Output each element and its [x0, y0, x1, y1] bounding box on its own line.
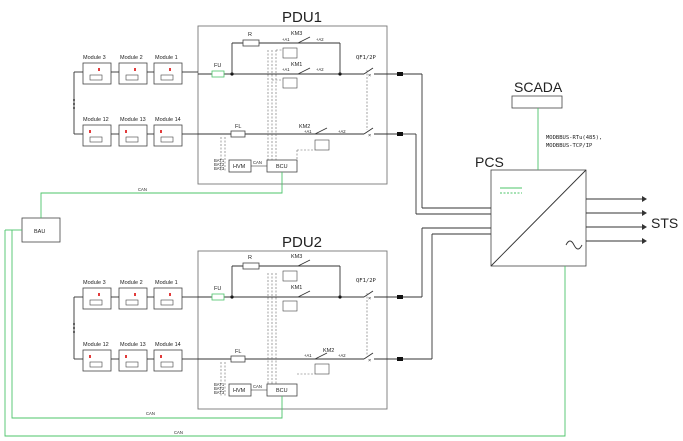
pdu1-group: PDU1 Module 3 Module 2 Module 1 Module 1… [73, 9, 491, 215]
pdu2-km1-label: KM1 [291, 285, 302, 291]
pdu1-r-label: R [248, 32, 252, 38]
svg-text:+A1: +A1 [304, 129, 312, 134]
svg-text:BAT1: BAT1 [214, 158, 225, 163]
pdu1-km3-label: KM3 [291, 31, 302, 37]
pdu2-bcu-label: BCU [276, 388, 288, 394]
pdu2-hvm-label: HVM [233, 388, 246, 394]
pdu2-module-3 [82, 287, 112, 310]
pdu1-modules-top: Module 3 Module 2 Module 1 [74, 55, 190, 85]
pcs-group: PCS [475, 154, 587, 267]
svg-text:+A1: +A1 [282, 37, 290, 42]
pdu1-module-1 [153, 62, 183, 85]
pdu1-title: PDU1 [282, 9, 322, 26]
sts-group: STS [586, 196, 678, 244]
pdu1-module-3-label: Module 3 [83, 55, 106, 61]
svg-text:BAT3: BAT3 [214, 390, 225, 395]
pdu2-shunt-fl [230, 355, 246, 363]
pdu2-module-13-label: Module 13 [120, 342, 146, 348]
svg-text:×: × [368, 296, 371, 302]
pdu2-km3-label: KM3 [291, 254, 302, 260]
pdu2-modules-top: Module 3 Module 2 Module 1 [74, 280, 198, 310]
pdu2-fu-label: FU [214, 286, 221, 292]
pdu2-module-2-label: Module 2 [120, 280, 143, 286]
pdu1-module-13 [118, 124, 148, 147]
pdu1-module-14-label: Module 14 [155, 117, 181, 123]
scada-label: SCADA [514, 79, 563, 95]
pdu2-module-3-label: Module 3 [83, 280, 106, 286]
svg-text:×: × [368, 73, 371, 79]
pdu1-fl-label: FL [235, 124, 241, 130]
svg-text:+A2: +A2 [338, 353, 346, 358]
svg-text:BAT2: BAT2 [214, 386, 225, 391]
bau-group: BAU CAN CAN CAN [4, 172, 566, 437]
pdu1-module-2-label: Module 2 [120, 55, 143, 61]
pdu1-resistor-r [242, 39, 260, 47]
pdu2-qf-label: QF1/2P [356, 278, 377, 284]
svg-text:+A2: +A2 [338, 129, 346, 134]
svg-text:CAN: CAN [253, 384, 262, 389]
pdu1-module-12-label: Module 12 [83, 117, 109, 123]
pdu1-panel [197, 25, 388, 185]
pdu2-module-2 [118, 287, 148, 310]
svg-text:CAN: CAN [253, 160, 262, 165]
svg-text:+A1: +A1 [282, 67, 290, 72]
modbus-label-2: MODBBUS-TCP/IP [546, 143, 593, 149]
pdu1-module-2 [118, 62, 148, 85]
pdu2-module-14-label: Module 14 [155, 342, 181, 348]
scada-group: SCADA MODBBUS-RTu(485), MODBBUS-TCP/IP [511, 79, 602, 170]
pdu2-fl-label: FL [235, 349, 241, 355]
bau-label: BAU [34, 229, 45, 235]
scada-box [511, 95, 563, 109]
svg-text:BAT1: BAT1 [214, 382, 225, 387]
pdu2-module-1-label: Module 1 [155, 280, 178, 286]
pdu1-km2-label: KM2 [299, 124, 310, 130]
pdu1-fuse-fu [211, 70, 225, 78]
pdu1-module-1-label: Module 1 [155, 55, 178, 61]
can-label-1: CAN [138, 187, 147, 192]
pdu2-resistor-r [242, 262, 260, 270]
can-label-2: CAN [146, 411, 155, 416]
modbus-label-1: MODBBUS-RTu(485), [546, 135, 602, 141]
pdu2-r-label: R [248, 255, 252, 261]
pdu1-module-3 [82, 62, 112, 85]
pdu1-module-14 [153, 124, 183, 147]
pdu2-module-12 [82, 349, 112, 372]
pdu1-bcu-label: BCU [276, 164, 288, 170]
pdu1-shunt-fl [230, 130, 246, 138]
pdu1-km1-label: KM1 [291, 62, 302, 68]
svg-text:×: × [368, 133, 371, 139]
pdu2-fuse-fu [211, 293, 225, 301]
ac-wave-icon [565, 240, 583, 250]
pdu1-hvm-label: HVM [233, 164, 246, 170]
pdu2-modules-bottom: Module 12 Module 13 Module 14 [73, 297, 198, 372]
sts-label: STS [651, 215, 678, 231]
svg-text:BAT3: BAT3 [214, 166, 225, 171]
pdu2-module-1 [153, 287, 183, 310]
pdu1-fu-label: FU [214, 63, 221, 69]
svg-text:+A1: +A1 [304, 353, 312, 358]
pdu1-module-13-label: Module 13 [120, 117, 146, 123]
svg-text:×: × [368, 358, 371, 364]
pcs-label: PCS [475, 154, 504, 170]
arrow-right-icon [642, 238, 647, 244]
pdu2-module-13 [118, 349, 148, 372]
pdu2-km2-label: KM2 [323, 348, 334, 354]
pdu2-panel [197, 250, 388, 410]
arrow-right-icon [642, 224, 647, 230]
arrow-right-icon [642, 196, 647, 202]
svg-text:+A2: +A2 [316, 67, 324, 72]
pdu1-module-12 [82, 124, 112, 147]
can-label-3: CAN [174, 430, 183, 435]
pdu1-modules-bottom: Module 12 Module 13 Module 14 [73, 72, 198, 147]
svg-text:BAT2: BAT2 [214, 162, 225, 167]
pdu2-module-14 [153, 349, 183, 372]
pdu1-qf-label: QF1/2P [356, 55, 377, 61]
svg-text:+A2: +A2 [316, 37, 324, 42]
pdu2-module-12-label: Module 12 [83, 342, 109, 348]
pdu2-title: PDU2 [282, 234, 322, 251]
pdu2-group: PDU2 Module 3 Module 2 Module 1 Module 1… [73, 227, 491, 410]
arrow-right-icon [642, 210, 647, 216]
